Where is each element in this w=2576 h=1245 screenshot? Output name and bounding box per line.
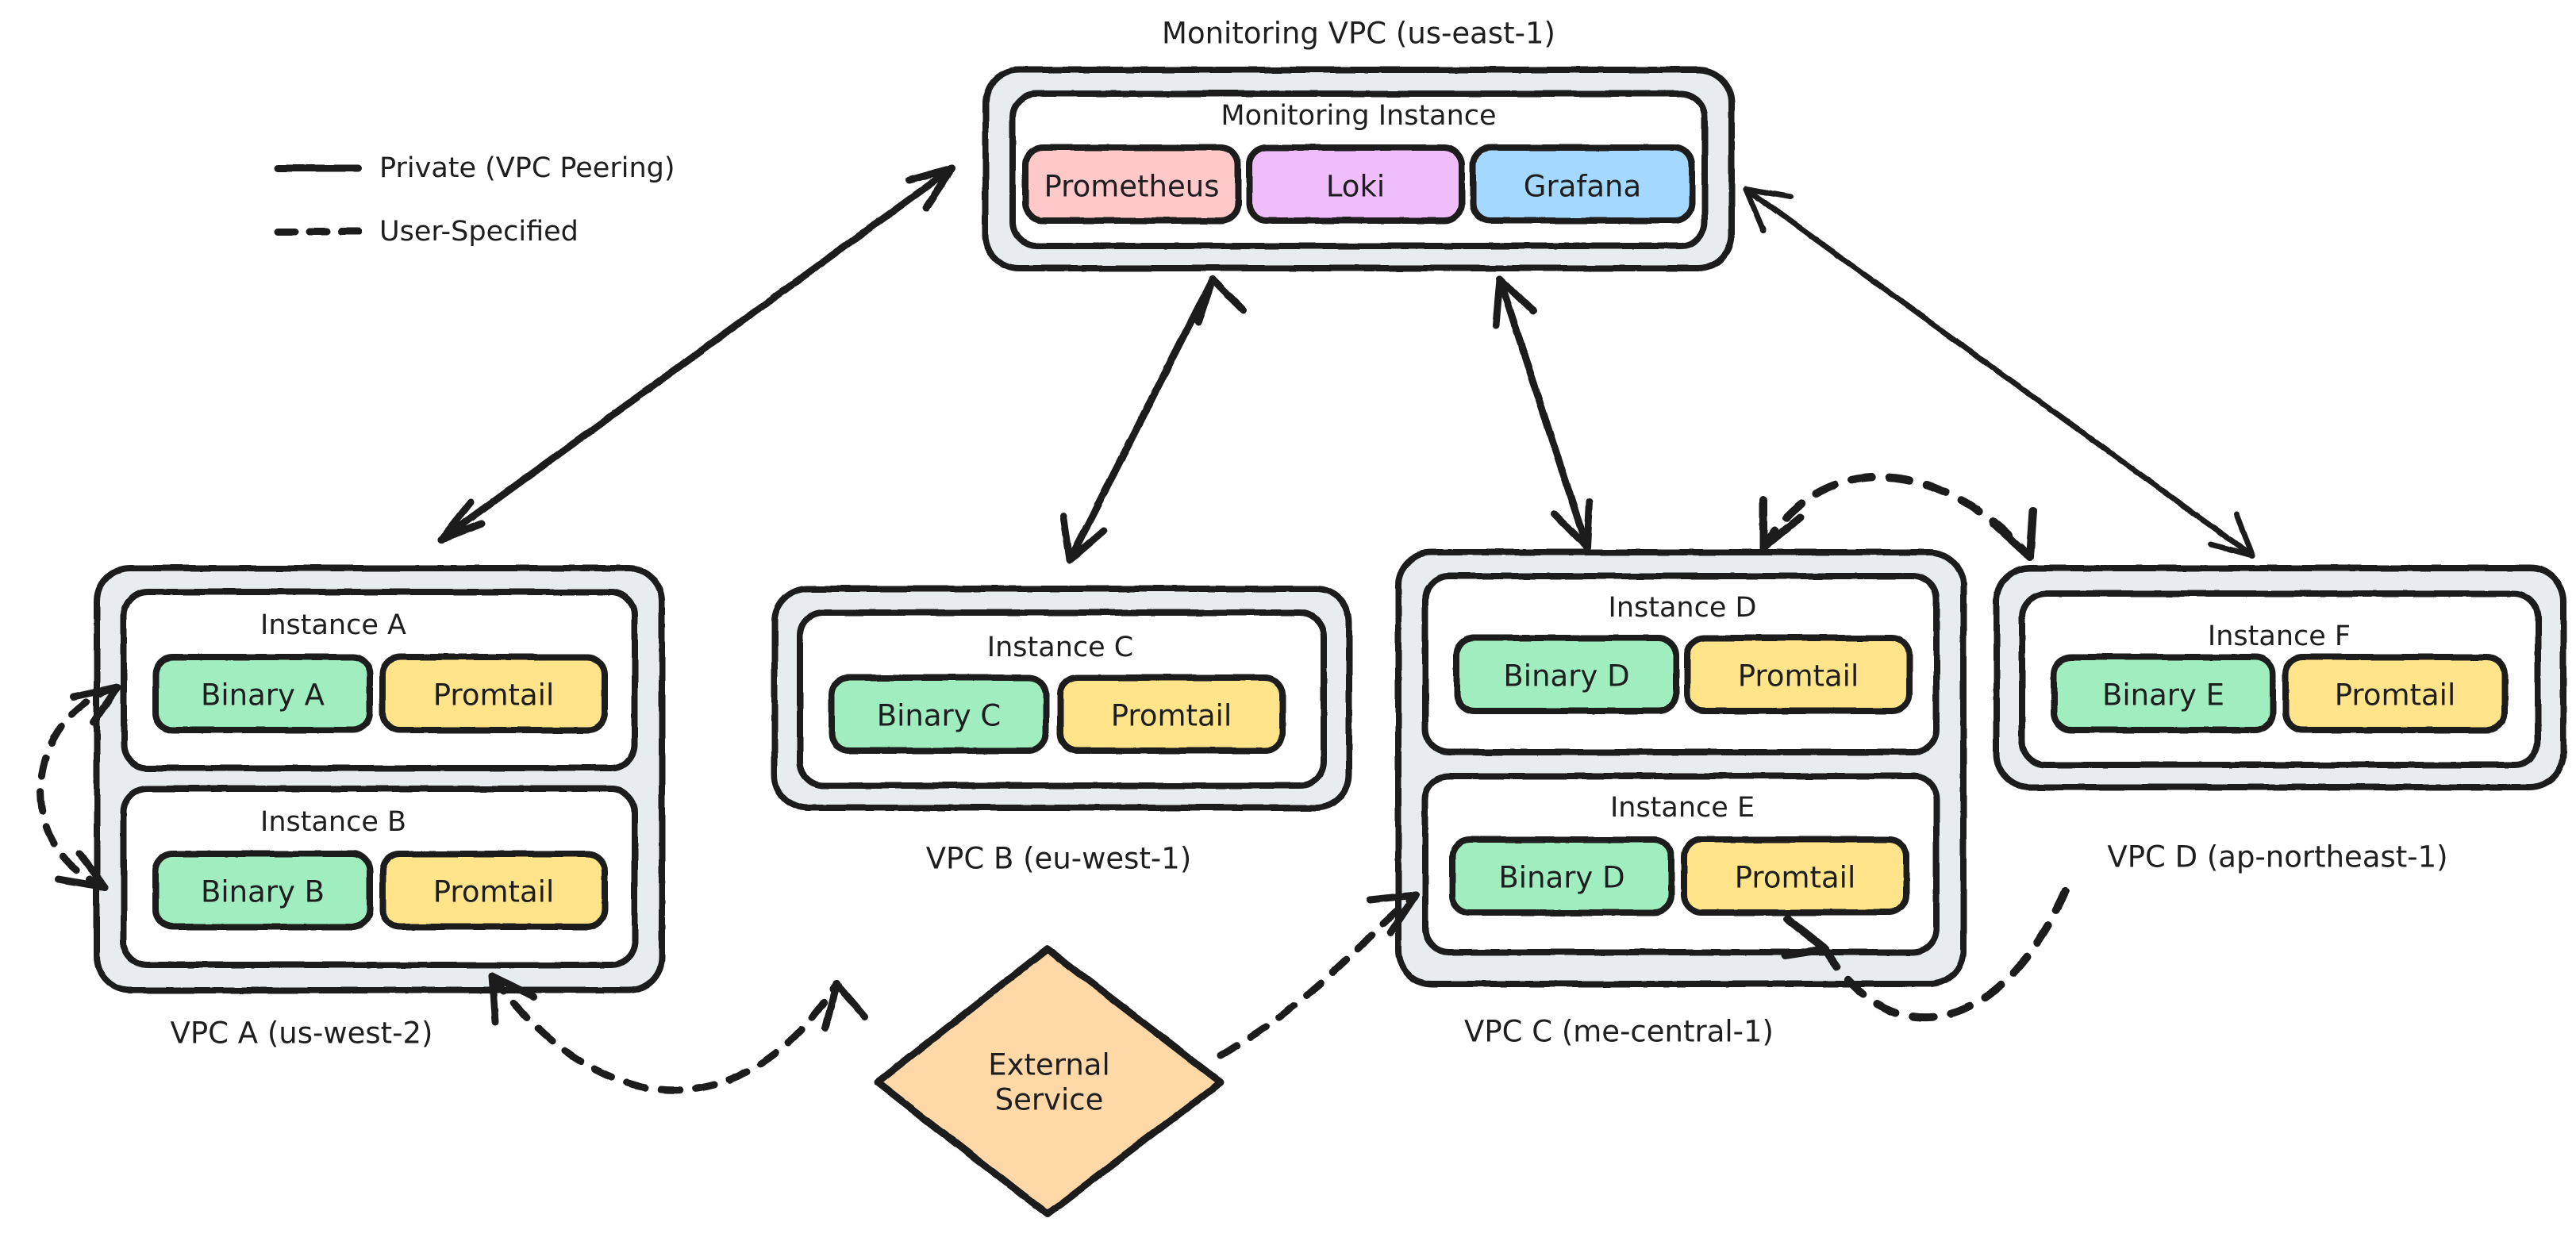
vpc-b-title: VPC B (eu-west-1) <box>925 841 1192 876</box>
vpc-a-container[interactable] <box>94 565 665 993</box>
edge-monitoring-to-vpc-d <box>1743 186 2255 559</box>
chip-grafana[interactable] <box>1470 144 1695 224</box>
vpc-b-container[interactable] <box>771 586 1352 811</box>
chip-label-binary-e: Binary E <box>2101 678 2225 713</box>
chip-label-promtail-b: Promtail <box>433 874 555 909</box>
instance-b-title: Instance B <box>260 806 407 838</box>
chip-label-promtail-e: Promtail <box>1734 860 1856 895</box>
chip-label-binary-d: Binary D <box>1503 659 1630 694</box>
chip-label-binary-a: Binary A <box>201 678 325 713</box>
chip-label-loki: Loki <box>1325 169 1386 204</box>
chip-promtail-e[interactable] <box>1681 836 1909 916</box>
external-service-label-line1: External <box>988 1047 1110 1082</box>
monitoring-vpc-title: Monitoring VPC (us-east-1) <box>1162 16 1555 51</box>
chip-label-binary-e-slot: Binary D <box>1498 860 1625 895</box>
chip-promtail-a[interactable] <box>379 654 608 733</box>
edge-vpc-c-to-vpc-d-top <box>1759 473 2037 561</box>
chip-promtail-c[interactable] <box>1057 674 1286 754</box>
edge-vpc-d-to-vpc-c-bottom <box>1782 885 2070 1022</box>
edge-instance-a-to-instance-b <box>37 683 121 891</box>
edge-monitoring-to-vpc-a <box>437 164 956 544</box>
chip-label-promtail-f: Promtail <box>2334 678 2456 713</box>
monitoring-instance-title: Monitoring Instance <box>1221 100 1497 132</box>
chip-label-binary-b: Binary B <box>200 874 325 909</box>
legend-label-user-specified: User-Specified <box>379 216 579 248</box>
legend-label-private: Private (VPC Peering) <box>379 152 675 184</box>
edge-monitoring-to-vpc-b <box>1059 275 1248 564</box>
chip-promtail-f[interactable] <box>2282 654 2508 733</box>
external-service-diamond <box>874 945 1225 1218</box>
chip-label-promtail-a: Promtail <box>433 678 555 713</box>
vpc-c-title: VPC C (me-central-1) <box>1464 1014 1774 1049</box>
chip-label-promtail-d: Promtail <box>1737 659 1859 694</box>
chip-binary-e[interactable] <box>2051 654 2276 733</box>
edge-vpc-a-to-vpc-b <box>488 972 869 1094</box>
external-service-node[interactable] <box>874 945 1225 1218</box>
chip-binary-b[interactable] <box>152 851 373 930</box>
chip-binary-a[interactable] <box>152 654 373 733</box>
vpc-c-container[interactable] <box>1395 549 1967 987</box>
instance-c-title: Instance C <box>986 632 1134 663</box>
chip-binary-e-slot[interactable] <box>1449 836 1674 916</box>
vpc-d-title: VPC D (ap-northeast-1) <box>2107 840 2448 874</box>
vpc-d-container[interactable] <box>1994 565 2566 790</box>
external-service-label: External Service <box>988 1047 1110 1116</box>
monitoring-vpc-container[interactable] <box>982 67 1735 271</box>
chip-loki[interactable] <box>1246 144 1465 224</box>
chip-label-binary-c: Binary C <box>876 698 1002 733</box>
chip-binary-d[interactable] <box>1454 635 1679 714</box>
chip-promtail-d[interactable] <box>1684 635 1913 714</box>
chip-prometheus[interactable] <box>1022 144 1241 224</box>
legend <box>274 164 363 236</box>
instance-a-title: Instance A <box>260 609 406 641</box>
chip-label-prometheus: Prometheus <box>1044 169 1220 204</box>
chip-label-promtail-c: Promtail <box>1110 698 1232 733</box>
vpc-a-title: VPC A (us-west-2) <box>170 1016 433 1051</box>
chip-promtail-b[interactable] <box>379 851 608 930</box>
edge-monitoring-to-vpc-c <box>1492 275 1594 551</box>
chip-label-grafana: Grafana <box>1523 169 1642 204</box>
instance-e-title: Instance E <box>1609 792 1755 824</box>
chip-binary-c[interactable] <box>829 674 1049 754</box>
external-service-label-line2: Service <box>994 1082 1104 1116</box>
edge-external-service-to-vpc-c <box>1217 891 1420 1059</box>
instance-f-title: Instance F <box>2207 621 2351 652</box>
instance-d-title: Instance D <box>1608 592 1757 624</box>
